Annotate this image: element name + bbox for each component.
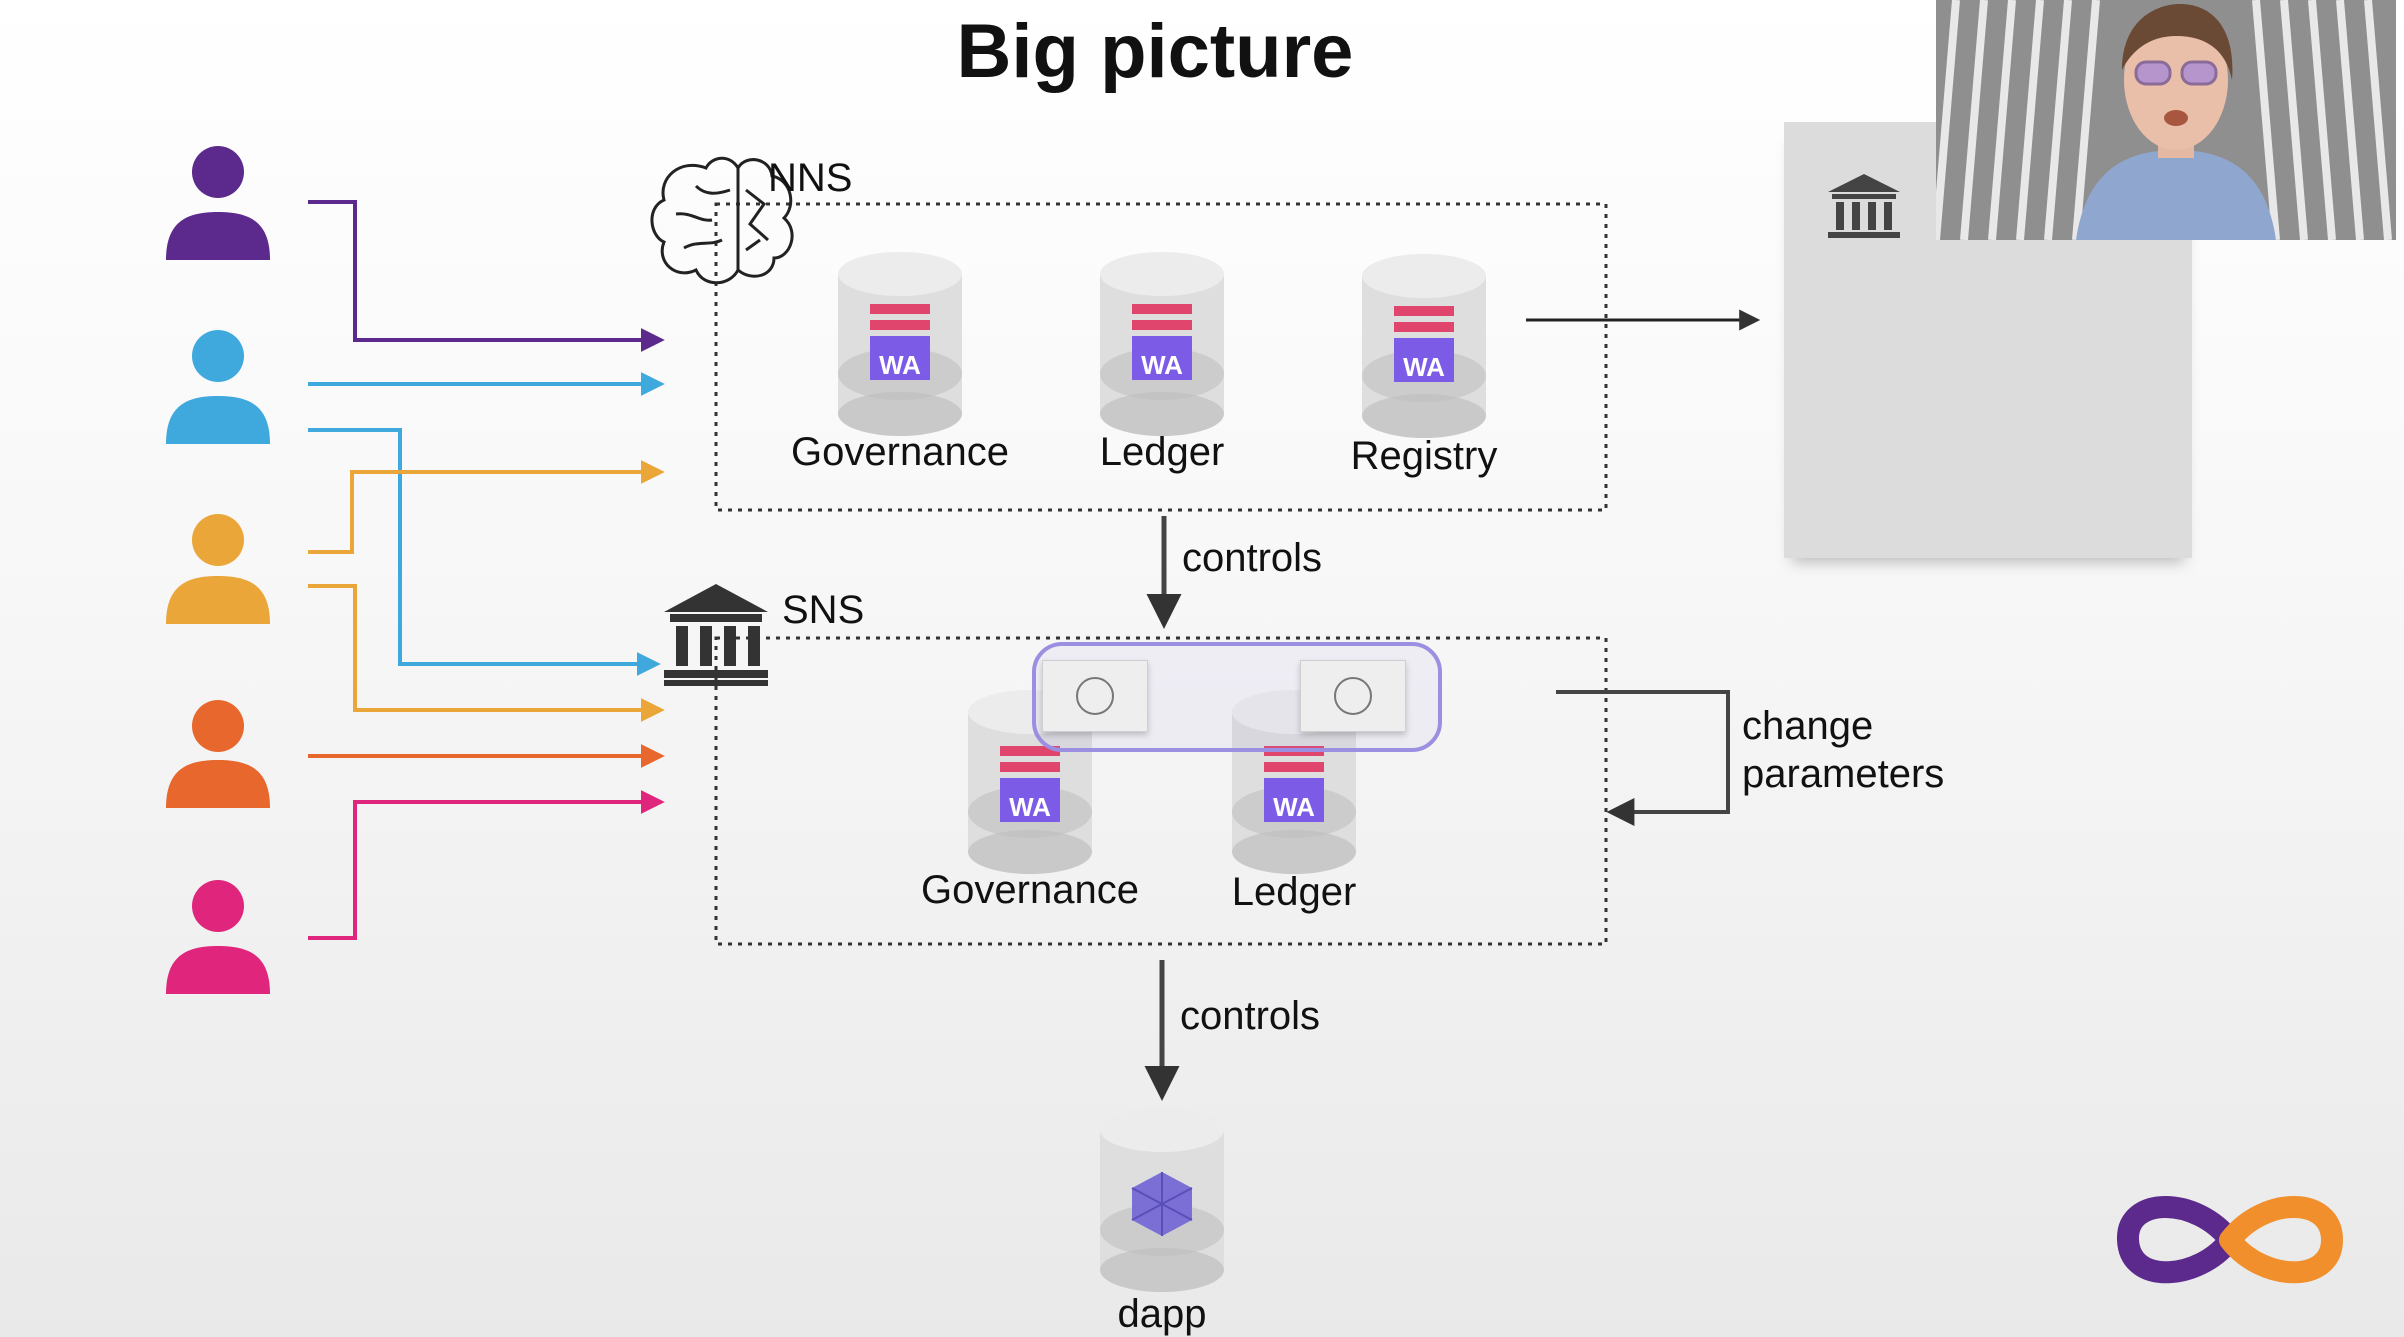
arrow-pink-to-sns: [308, 790, 665, 940]
webcam-overlay: [1936, 0, 2396, 240]
nns-ledger-label: Ledger: [1099, 430, 1225, 474]
change-label: change: [1742, 704, 1874, 748]
bank-icon: [664, 584, 768, 686]
arrow-yellow-to-nns: [308, 460, 665, 554]
controls-label-bottom: controls: [1180, 994, 1321, 1038]
nns-governance-label: Governance: [791, 430, 1009, 474]
arrow-change-parameters-loop: [1556, 690, 1730, 826]
wa-badge: WA: [879, 350, 921, 380]
infinity-logo: [2117, 1196, 2344, 1284]
nns-registry-label: Registry: [1350, 434, 1498, 478]
bank-icon: [1828, 174, 1900, 238]
dapp-canister: [1100, 1108, 1224, 1292]
arrow-blue-to-sns: [308, 428, 661, 676]
circle-icon: [1076, 677, 1114, 715]
arrow-purple-to-nns: [308, 200, 665, 352]
parameters-label: parameters: [1742, 752, 1945, 796]
wa-badge: WA: [1141, 350, 1183, 380]
sns-label: SNS: [782, 588, 865, 632]
sns-box: [714, 636, 1608, 946]
user-icon-pink: [166, 880, 270, 994]
nns-registry-canister: WA: [1362, 254, 1486, 438]
nns-ledger-canister: WA: [1100, 252, 1224, 436]
wa-badge: WA: [1009, 792, 1051, 822]
wa-badge: WA: [1403, 352, 1445, 382]
dapp-label: dapp: [1117, 1292, 1207, 1336]
brain-icon: [650, 156, 794, 285]
slide-title: Big picture: [956, 9, 1354, 94]
sns-ledger-label: Ledger: [1231, 870, 1357, 914]
sns-governance-canister: WA: [968, 690, 1092, 874]
user-icon-purple: [166, 146, 270, 260]
arrow-yellow-to-sns: [308, 584, 665, 722]
nns-governance-canister: WA: [838, 252, 962, 436]
radio-node-button[interactable]: [1300, 660, 1406, 732]
wa-badge: WA: [1273, 792, 1315, 822]
nns-box: [714, 202, 1608, 512]
nns-label: NNS: [768, 156, 853, 200]
controls-label-top: controls: [1182, 536, 1323, 580]
radio-node-button[interactable]: [1042, 660, 1148, 732]
user-icon-blue: [166, 330, 270, 444]
user-icon-yellow: [166, 514, 270, 624]
user-icon-orange: [166, 700, 270, 808]
sns-governance-label: Governance: [921, 868, 1139, 912]
circle-icon: [1334, 677, 1372, 715]
